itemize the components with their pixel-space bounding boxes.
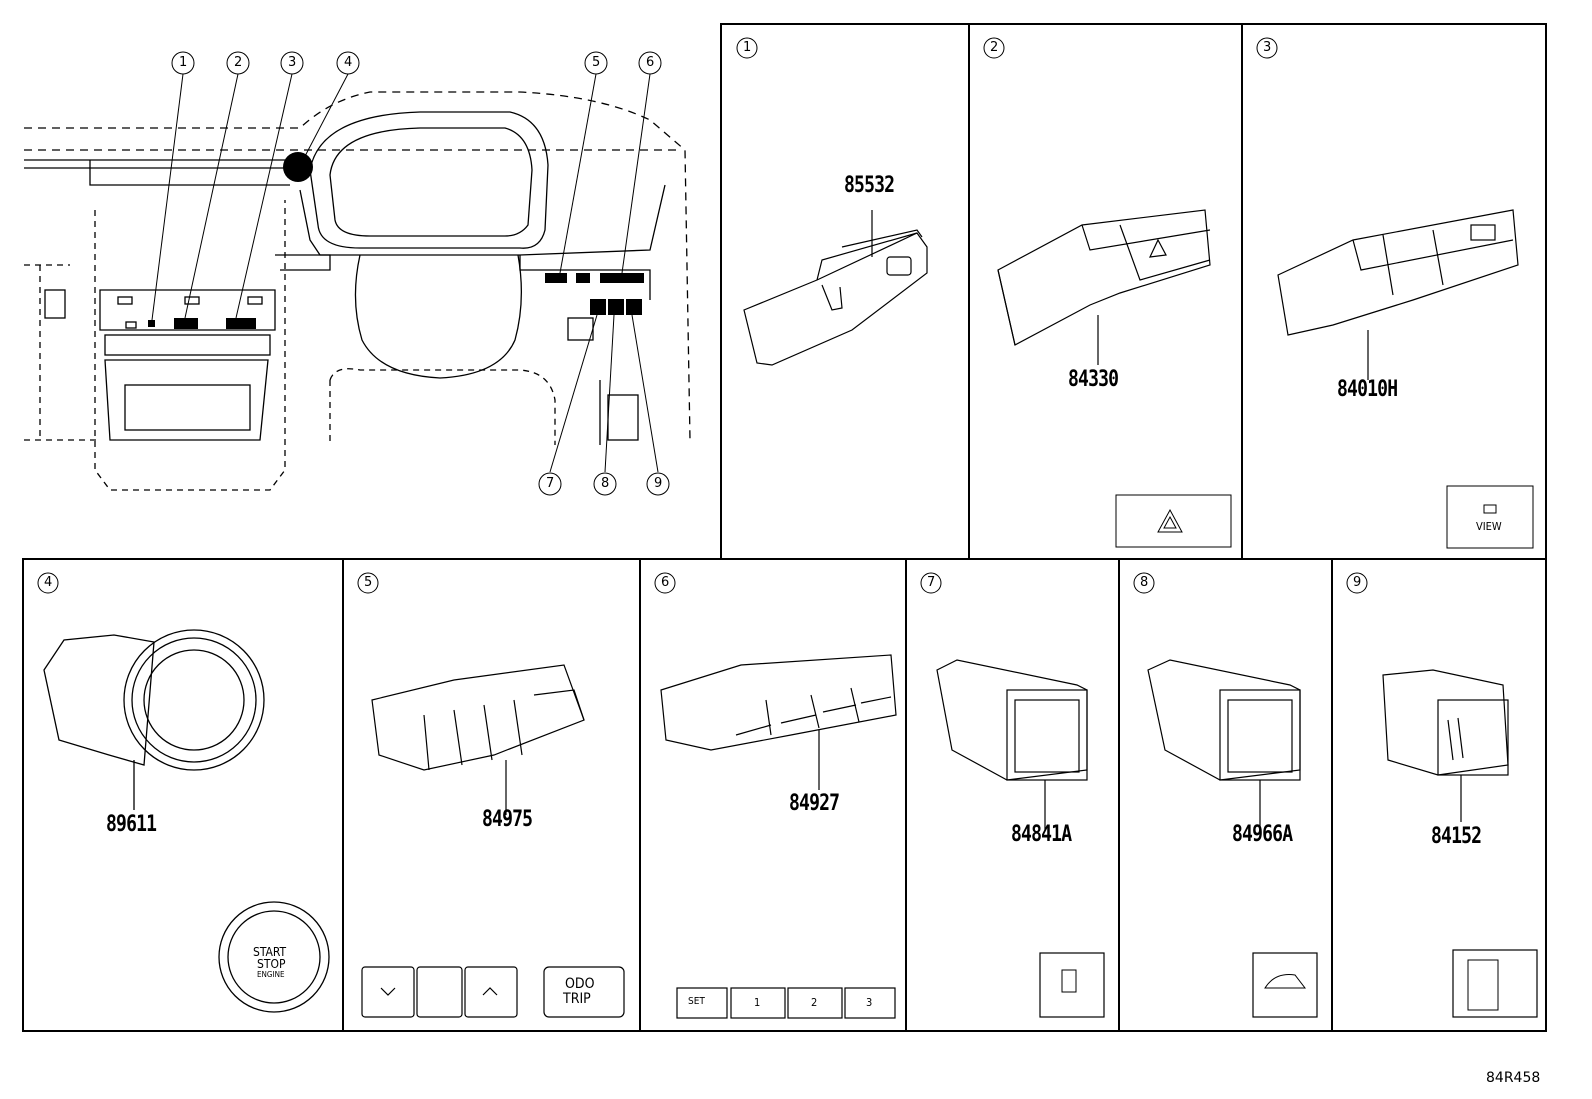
panel-6-part-number: 84927 — [789, 791, 840, 816]
panel-1-number: 1 — [743, 40, 752, 55]
overview-callout-9: 9 — [654, 476, 663, 491]
overview-callout-2: 2 — [234, 55, 243, 70]
panel-1: 1 85532 — [720, 23, 970, 560]
panel-6: 6 84927 SET 1 2 3 — [639, 558, 907, 1032]
panel-3-number: 3 — [1263, 40, 1272, 55]
start-label: START — [253, 945, 287, 959]
dashboard-overview — [24, 51, 691, 496]
diagram-code: 84R458 — [1486, 1070, 1541, 1086]
overview-callout-3: 3 — [288, 55, 297, 70]
panel-5-number: 5 — [364, 575, 373, 590]
panel-3: 3 84010H VIEW — [1241, 23, 1547, 560]
panel-4-number: 4 — [44, 575, 53, 590]
panel-2-part-number: 84330 — [1068, 367, 1119, 392]
panel-2-number: 2 — [990, 40, 999, 55]
memory-3-label: 3 — [866, 996, 873, 1009]
panel-8-number: 8 — [1140, 575, 1149, 590]
panel-1-part-number: 85532 — [844, 173, 895, 198]
panel-9-number: 9 — [1353, 575, 1362, 590]
panel-8: 8 84966A — [1118, 558, 1333, 1032]
overview-callout-5: 5 — [592, 55, 601, 70]
panel-7: 7 84841A — [905, 558, 1120, 1032]
engine-label: ENGINE — [257, 970, 285, 979]
overview-callout-7: 7 — [546, 476, 555, 491]
panel-8-part-number: 84966A — [1232, 822, 1293, 847]
panel-2: 2 84330 — [968, 23, 1243, 560]
panel-5-part-number: 84975 — [482, 807, 533, 832]
memory-2-label: 2 — [811, 996, 818, 1009]
overview-callout-4: 4 — [344, 55, 353, 70]
overview-callout-8: 8 — [601, 476, 610, 491]
stop-label: STOP — [257, 957, 286, 971]
panel-9: 9 84152 — [1331, 558, 1547, 1032]
panel-9-part-number: 84152 — [1431, 824, 1482, 849]
panel-5: 5 84975 ODO TRIP — [342, 558, 641, 1032]
trip-label: TRIP — [563, 991, 591, 1007]
view-button-label: VIEW — [1476, 520, 1502, 533]
overview-callout-1: 1 — [179, 55, 188, 70]
panel-6-number: 6 — [661, 575, 670, 590]
overview-callout-6: 6 — [646, 55, 655, 70]
memory-1-label: 1 — [754, 996, 761, 1009]
set-label: SET — [688, 996, 705, 1007]
panel-4-part-number: 89611 — [106, 812, 157, 837]
panel-7-number: 7 — [927, 575, 936, 590]
panel-3-part-number: 84010H — [1337, 377, 1398, 402]
panel-7-part-number: 84841A — [1011, 822, 1072, 847]
odo-label: ODO — [565, 976, 595, 992]
panel-4: 4 89611 START STOP ENGINE — [22, 558, 344, 1032]
